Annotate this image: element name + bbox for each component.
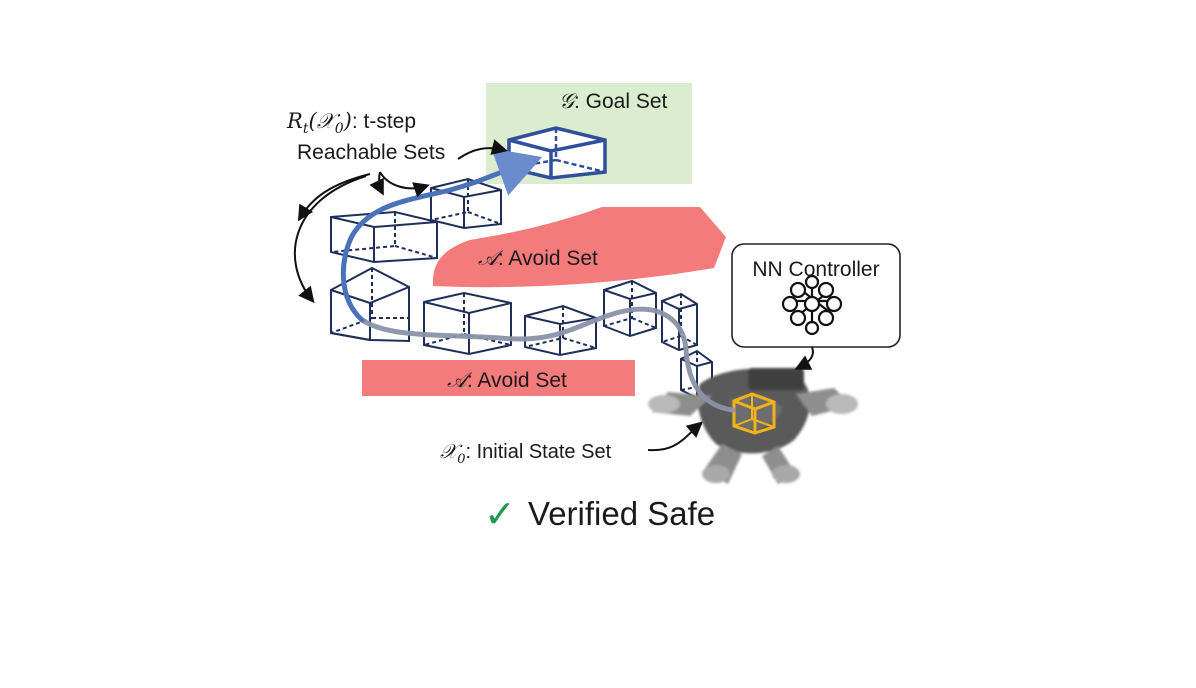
reachable-box bbox=[661, 292, 698, 352]
reachable-arrows bbox=[293, 139, 508, 304]
reachable-sets-label-line1: Rt(𝒳0): t-step bbox=[286, 109, 416, 137]
trajectory-gray bbox=[359, 306, 736, 413]
quadrotor-drone-icon bbox=[648, 368, 858, 484]
controller-arrow bbox=[794, 346, 814, 370]
initial-state-box bbox=[732, 392, 776, 435]
checkmark-icon: ✓ bbox=[484, 492, 516, 536]
reachable-box bbox=[524, 304, 597, 357]
avoid-region-lower bbox=[362, 360, 635, 396]
neural-network-icon bbox=[781, 274, 843, 336]
avoid-set-label-upper: 𝒜: Avoid Set bbox=[478, 246, 598, 270]
goal-reachable-box bbox=[507, 126, 607, 180]
goal-set-label: 𝒢: Goal Set bbox=[559, 89, 668, 113]
reachable-box bbox=[423, 291, 512, 356]
nn-controller-label: NN Controller bbox=[752, 258, 879, 281]
avoid-region-upper bbox=[432, 207, 726, 288]
reachable-sets-label-line2: Reachable Sets bbox=[297, 141, 445, 164]
trajectory-blue bbox=[340, 148, 543, 323]
verified-safe-label: Verified Safe bbox=[528, 495, 715, 532]
initial-state-arrow bbox=[647, 421, 704, 452]
initial-state-label: 𝒳0: Initial State Set bbox=[440, 439, 612, 467]
avoid-set-label-lower: 𝒜: Avoid Set bbox=[447, 368, 567, 392]
nn-controller-box bbox=[731, 243, 901, 348]
